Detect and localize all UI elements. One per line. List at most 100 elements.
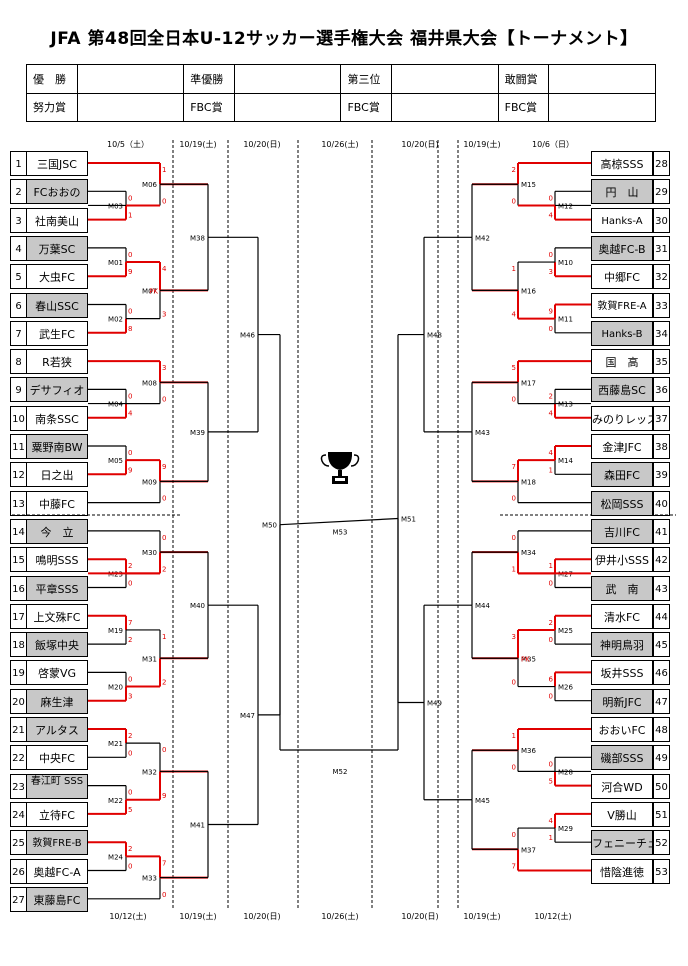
trophy-icon <box>320 452 360 484</box>
team-number: 14 <box>10 518 27 544</box>
match-id: M19 <box>108 627 123 635</box>
score: 5 <box>128 806 132 814</box>
score: 3 <box>128 693 132 701</box>
score: 0 <box>128 675 132 683</box>
match-id: M04 <box>108 401 123 409</box>
team-name: 奥越FC-A <box>26 858 88 884</box>
match-id: M49 <box>427 699 442 707</box>
team-number: 9 <box>10 377 27 403</box>
match-id: M38 <box>190 234 205 242</box>
team-name: 清水FC <box>591 603 653 629</box>
match-id: M07 <box>142 287 157 295</box>
score: 0 <box>162 534 166 542</box>
team-number: 52 <box>653 830 670 856</box>
score: 0 <box>512 197 516 205</box>
score: 0 <box>512 763 516 771</box>
match-id: M50 <box>262 522 277 530</box>
team-name: 武生FC <box>26 320 88 346</box>
team-number: 2 <box>10 179 27 205</box>
match-id: M46 <box>240 332 255 340</box>
score: 0 <box>162 495 166 503</box>
score: 7 <box>512 863 516 871</box>
score: 1 <box>162 166 166 174</box>
score: 3 <box>162 364 166 372</box>
match-id: M32 <box>142 768 157 776</box>
team-number: 34 <box>653 320 670 346</box>
score: 0 <box>162 396 166 404</box>
team-number: 10 <box>10 405 27 431</box>
award-value[interactable] <box>391 64 499 94</box>
team-number: 35 <box>653 349 670 375</box>
team-name: みのりレッズ <box>591 405 653 431</box>
team-name: 万葉SC <box>26 235 88 261</box>
match-id: M52 <box>333 768 348 776</box>
match-id: M51 <box>401 516 416 524</box>
team-number: 41 <box>653 518 670 544</box>
team-name: 坂井SSS <box>591 660 653 686</box>
award-value[interactable] <box>233 92 342 122</box>
award-value[interactable] <box>76 92 185 122</box>
match-id: M20 <box>108 684 123 692</box>
score: 1 <box>549 834 553 842</box>
team-number: 53 <box>653 858 670 884</box>
team-number: 27 <box>10 886 27 912</box>
score: 1 <box>512 565 516 573</box>
team-name: おおいFC <box>591 717 653 742</box>
score: 3 <box>512 633 516 641</box>
match-id: M14 <box>558 457 573 465</box>
score: 2 <box>549 392 553 400</box>
team-name: R若狭 <box>26 349 88 375</box>
match-id: M05 <box>108 457 123 465</box>
match-id: M40 <box>190 602 205 610</box>
team-name: 奥越FC-B <box>591 235 653 261</box>
score: 0 <box>549 325 553 333</box>
team-number: 46 <box>653 660 670 686</box>
award-value[interactable] <box>548 92 656 122</box>
score: 1 <box>512 732 516 740</box>
score: 2 <box>128 732 132 740</box>
team-number: 22 <box>10 745 27 771</box>
score: 2 <box>512 166 516 174</box>
award-value[interactable] <box>391 92 499 122</box>
score: 4 <box>162 265 167 273</box>
score: 0 <box>512 831 516 839</box>
team-name: 中央FC <box>26 745 88 771</box>
score: 0 <box>549 636 553 644</box>
team-name: 国 高 <box>591 349 653 375</box>
team-number: 29 <box>653 179 670 205</box>
award-value[interactable] <box>233 64 342 94</box>
match-id: M21 <box>108 740 123 748</box>
team-number: 23 <box>10 773 27 799</box>
match-id: M17 <box>521 379 536 387</box>
score: 0 <box>128 194 132 202</box>
score: 0 <box>549 194 553 202</box>
team-number: 5 <box>10 264 27 290</box>
score: 1 <box>128 212 132 220</box>
team-name: 松岡SSS <box>591 490 653 516</box>
score: 9 <box>162 463 166 471</box>
award-label: FBC賞 <box>183 92 235 122</box>
match-id: M26 <box>558 684 573 692</box>
match-id: M47 <box>240 712 255 720</box>
score: 0 <box>128 749 132 757</box>
match-id: M36 <box>521 747 536 755</box>
match-id: M09 <box>142 478 157 486</box>
team-name: 社南美山 <box>26 207 88 233</box>
team-name: 啓蒙VG <box>26 660 88 686</box>
team-number: 51 <box>653 801 670 827</box>
score: 2 <box>128 562 132 570</box>
team-name: 金津JFC <box>591 434 653 459</box>
team-number: 26 <box>10 858 27 884</box>
team-number: 6 <box>10 292 27 318</box>
match-id: M35 <box>521 655 536 663</box>
date-header: 10/20(日) <box>243 140 281 149</box>
match-id: M25 <box>558 627 573 635</box>
team-number: 36 <box>653 377 670 403</box>
team-name: 西藤島SC <box>591 377 653 403</box>
match-id: M45 <box>475 797 490 805</box>
score: 0 <box>512 534 516 542</box>
team-number: 33 <box>653 292 670 318</box>
team-number: 18 <box>10 632 27 658</box>
score: 0 <box>128 251 132 259</box>
team-number: 20 <box>10 688 27 714</box>
